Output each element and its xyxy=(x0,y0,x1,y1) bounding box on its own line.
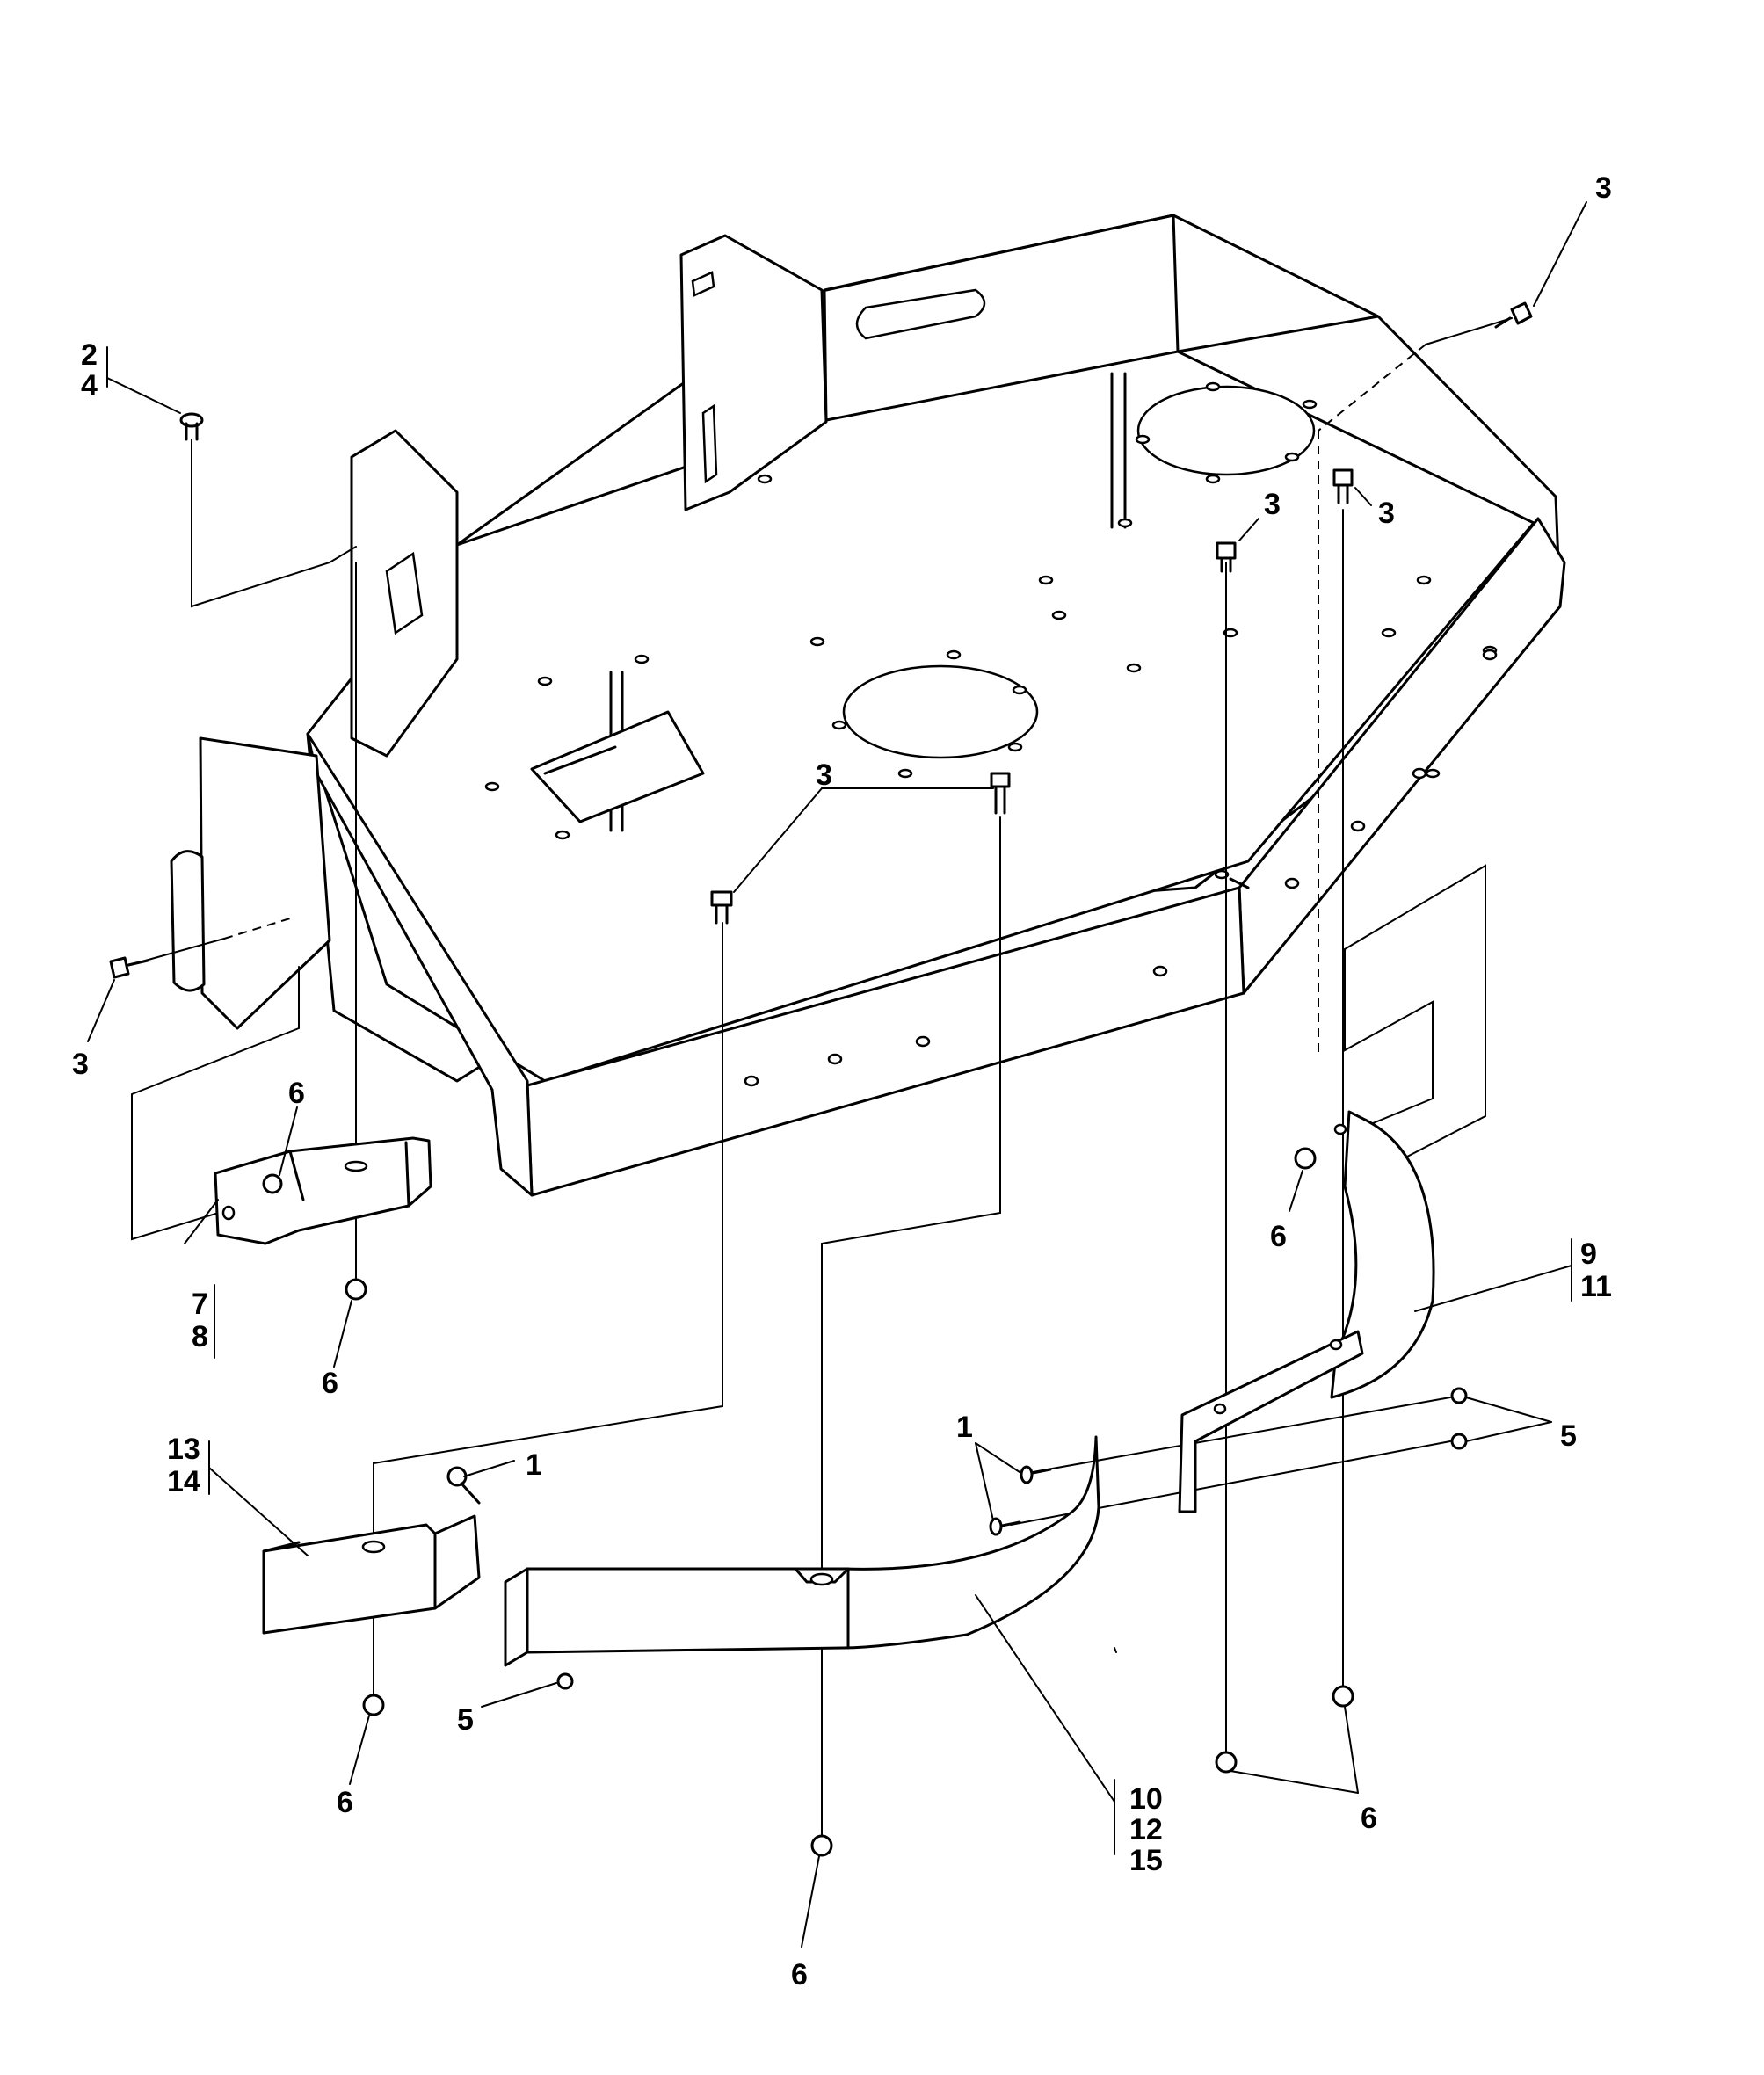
callout-3-mid: 3 xyxy=(816,758,832,792)
carriage-bolt-1-center-b-icon xyxy=(989,1517,1021,1536)
callout-6-bottom-center: 6 xyxy=(791,1958,808,1992)
callout-4: 4 xyxy=(81,369,98,403)
callout-6-right-upper: 6 xyxy=(1270,1220,1287,1253)
carriage-bolt-1-left-icon xyxy=(446,1466,481,1505)
callout-leaders xyxy=(87,201,1587,1948)
hex-bolt-3-top-right-icon xyxy=(1494,301,1533,329)
carriage-bolt-1-center-a-icon xyxy=(1020,1465,1052,1484)
baffle-9-11 xyxy=(1178,1110,1435,1513)
hex-nut-6-bottom-right-a-icon xyxy=(1215,1751,1238,1774)
mower-deck-housing xyxy=(170,214,1566,1197)
hex-bolt-3-mid-icon xyxy=(990,772,1011,815)
callout-5-left: 5 xyxy=(457,1703,474,1737)
hex-nut-6-right-upper-icon xyxy=(1294,1147,1317,1170)
hex-nut-6-lower-left-icon xyxy=(345,1278,367,1301)
callout-3-top-right: 3 xyxy=(1595,171,1612,205)
hex-nut-6-upper-left-icon xyxy=(262,1173,283,1194)
hex-nut-6-bottom-left-icon xyxy=(362,1694,385,1716)
hex-bolt-3-left-icon xyxy=(109,956,149,979)
callout-6-bottom-left: 6 xyxy=(337,1786,353,1819)
callout-6-bottom-right: 6 xyxy=(1361,1802,1377,1835)
baffle-10-12-15 xyxy=(504,1435,1100,1667)
baffle-13-14 xyxy=(262,1514,481,1635)
callout-7: 7 xyxy=(192,1288,208,1321)
hex-bolt-3-center-a-icon xyxy=(1216,541,1237,573)
hex-bolt-3-left-center-icon xyxy=(710,890,733,925)
callout-8: 8 xyxy=(192,1320,208,1353)
callout-12: 12 xyxy=(1129,1813,1163,1846)
callout-13: 13 xyxy=(167,1433,200,1466)
callout-10: 10 xyxy=(1129,1782,1163,1816)
callout-3-left: 3 xyxy=(72,1048,89,1081)
hex-nut-6-bottom-right-b-icon xyxy=(1332,1685,1354,1708)
deck-hole-pattern xyxy=(484,381,1498,1087)
callout-5-right: 5 xyxy=(1560,1419,1577,1453)
hex-bolt-3-center-b-icon xyxy=(1332,468,1354,504)
callout-15: 15 xyxy=(1129,1844,1163,1877)
callout-6-lower-left: 6 xyxy=(322,1367,338,1400)
callout-1-left: 1 xyxy=(526,1448,542,1482)
callout-14: 14 xyxy=(167,1465,200,1498)
carriage-bolt-2-4-icon xyxy=(179,412,204,441)
lock-nut-5-left-icon xyxy=(556,1672,574,1690)
lock-nut-5-right-a-icon xyxy=(1450,1387,1468,1404)
callout-3-center-b: 3 xyxy=(1378,497,1395,530)
callout-labels: 2 4 3 3 3 3 3 6 7 8 6 6 9 11 5 1 13 14 1… xyxy=(72,171,1612,1992)
callout-3-center-a: 3 xyxy=(1264,488,1281,521)
callout-2: 2 xyxy=(81,338,98,372)
callout-11: 11 xyxy=(1580,1270,1612,1303)
callout-6-upper-left: 6 xyxy=(288,1077,305,1110)
hex-nut-6-bottom-center-icon xyxy=(810,1834,833,1857)
lock-nut-5-right-b-icon xyxy=(1450,1433,1468,1450)
fasteners xyxy=(109,301,1533,1857)
baffle-7-8 xyxy=(214,1136,432,1245)
callout-1-center: 1 xyxy=(956,1411,973,1444)
callout-9: 9 xyxy=(1580,1237,1597,1271)
